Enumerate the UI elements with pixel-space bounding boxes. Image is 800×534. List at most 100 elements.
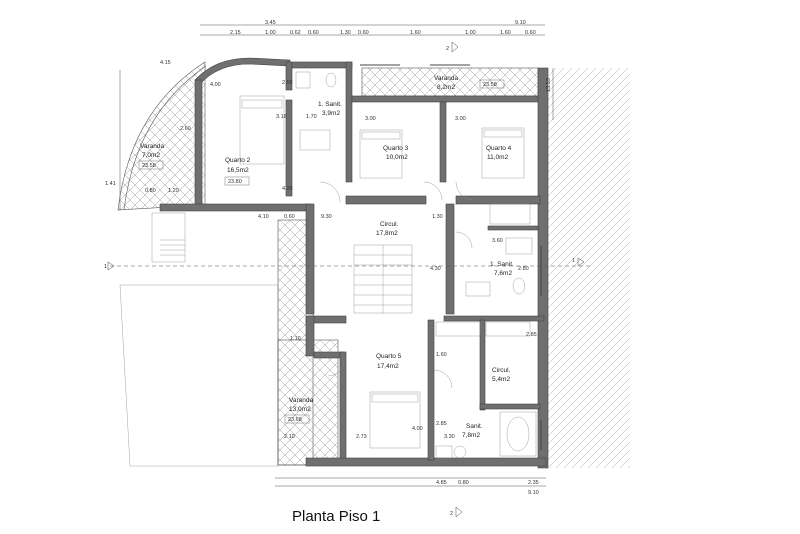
section-mark-left: 1	[104, 264, 107, 270]
top-balcony	[361, 67, 539, 97]
svg-text:0.60: 0.60	[358, 30, 369, 36]
dimension-lines	[110, 24, 590, 487]
svg-text:23.58: 23.58	[142, 163, 156, 169]
svg-text:Varanda: Varanda	[434, 75, 458, 82]
room-varanda-2: Varanda 13,0m2 23.68	[284, 397, 313, 424]
curved-balcony-rail	[123, 65, 207, 211]
walls	[159, 57, 549, 469]
svg-text:0.60: 0.60	[525, 30, 536, 36]
svg-text:3.45: 3.45	[265, 20, 276, 26]
room-quarto-4: Quarto 4 11,0m2	[486, 145, 512, 161]
furniture-wardrobes	[299, 129, 531, 337]
svg-text:1.41: 1.41	[105, 181, 116, 187]
svg-text:1. Sanit.: 1. Sanit.	[490, 261, 514, 268]
stairs-outline-lower-left	[151, 212, 186, 263]
section-markers: 2 2 1 1	[104, 41, 585, 518]
central-stairs	[353, 244, 413, 314]
svg-text:4.30: 4.30	[430, 266, 441, 272]
svg-text:2.55: 2.55	[282, 80, 293, 86]
svg-text:3,9m2: 3,9m2	[322, 110, 340, 117]
svg-text:4.25: 4.25	[282, 186, 293, 192]
svg-text:1.60: 1.60	[410, 30, 421, 36]
svg-text:1.00: 1.00	[265, 30, 276, 36]
stairs-lower-left	[160, 239, 185, 256]
room-varanda-top: Varanda 8,2m2 23.58	[434, 75, 505, 91]
svg-text:Varanda: Varanda	[289, 397, 313, 404]
svg-text:11,0m2: 11,0m2	[487, 154, 509, 161]
section-mark-top: 2	[446, 46, 449, 52]
svg-text:1.70: 1.70	[306, 114, 317, 120]
plan-title: Planta Piso 1	[292, 508, 380, 525]
room-labels: Varanda 7,0m2 23.58 Quarto 2 16,5m2 23.8…	[138, 75, 514, 439]
svg-text:2.35: 2.35	[528, 480, 539, 486]
room-varanda-1: Varanda 7,0m2 23.58	[138, 143, 164, 170]
svg-text:13,0m2: 13,0m2	[289, 406, 311, 413]
svg-text:9.30: 9.30	[321, 214, 332, 220]
dimension-texts: 3.45 9.10 2.15 1.00 0.62 0.60 1.30 0.60 …	[105, 20, 552, 496]
svg-text:Quarto 5: Quarto 5	[376, 353, 402, 360]
svg-text:5,4m2: 5,4m2	[492, 376, 510, 383]
room-circul-2: Circul. 5,4m2	[492, 367, 511, 383]
windows	[360, 64, 542, 450]
svg-text:3.00: 3.00	[455, 116, 466, 122]
svg-text:2.15: 2.15	[230, 30, 241, 36]
section-mark-bottom: 2	[450, 511, 453, 517]
section-mark-right: 1	[572, 258, 575, 264]
svg-text:2.60: 2.60	[180, 126, 191, 132]
svg-text:1.60: 1.60	[500, 30, 511, 36]
svg-text:9.10: 9.10	[528, 490, 539, 496]
svg-text:16,5m2: 16,5m2	[227, 167, 249, 174]
svg-text:4.15: 4.15	[160, 60, 171, 66]
room-circul-1: Circul. 17,8m2	[376, 221, 399, 237]
svg-text:3.00: 3.00	[365, 116, 376, 122]
room-sanit-1: 1. Sanit. 3,9m2	[318, 101, 342, 117]
furniture-beds	[239, 95, 525, 449]
neighbour-plot	[548, 68, 630, 468]
sanitary-fixtures	[295, 71, 537, 459]
room-quarto-3: Quarto 3 10,0m2	[383, 145, 409, 161]
svg-text:7,0m2: 7,0m2	[142, 152, 160, 159]
svg-text:7,6m2: 7,6m2	[494, 270, 512, 277]
svg-text:1.20: 1.20	[168, 188, 179, 194]
svg-text:0.80: 0.80	[145, 188, 156, 194]
svg-text:0.62: 0.62	[290, 30, 301, 36]
svg-text:2.85: 2.85	[526, 332, 537, 338]
door-swings	[319, 181, 475, 389]
svg-text:17,4m2: 17,4m2	[377, 363, 399, 370]
svg-text:4.85: 4.85	[436, 480, 447, 486]
svg-text:3.30: 3.30	[444, 434, 455, 440]
svg-text:3.60: 3.60	[492, 238, 503, 244]
svg-text:2.85: 2.85	[436, 421, 447, 427]
svg-text:4.00: 4.00	[210, 82, 221, 88]
svg-text:9.10: 9.10	[515, 20, 526, 26]
svg-text:4.10: 4.10	[258, 214, 269, 220]
terrace-outline	[119, 284, 279, 467]
svg-text:17,8m2: 17,8m2	[376, 230, 398, 237]
curved-balcony	[117, 61, 206, 211]
svg-text:1.60: 1.60	[436, 352, 447, 358]
svg-text:0.60: 0.60	[284, 214, 295, 220]
svg-text:0.60: 0.60	[308, 30, 319, 36]
svg-text:Quarto 4: Quarto 4	[486, 145, 512, 152]
svg-text:1.30: 1.30	[432, 214, 443, 220]
svg-text:23.80: 23.80	[228, 179, 242, 185]
svg-text:3.18: 3.18	[276, 114, 287, 120]
svg-text:23.58: 23.58	[483, 82, 497, 88]
svg-text:1.00: 1.00	[465, 30, 476, 36]
svg-text:8,2m2: 8,2m2	[437, 84, 455, 91]
svg-text:Circul.: Circul.	[380, 221, 399, 228]
svg-text:1.30: 1.30	[340, 30, 351, 36]
svg-text:2.73: 2.73	[356, 434, 367, 440]
svg-text:2.10: 2.10	[284, 434, 295, 440]
svg-text:Quarto 2: Quarto 2	[225, 157, 251, 164]
svg-text:1. Sanit.: 1. Sanit.	[318, 101, 342, 108]
room-sanit-3: Sanit. 7,8m2	[462, 423, 483, 439]
svg-text:Circul.: Circul.	[492, 367, 511, 374]
room-quarto-5: Quarto 5 17,4m2	[376, 353, 402, 370]
svg-text:1.10: 1.10	[290, 336, 301, 342]
svg-text:Varanda: Varanda	[140, 143, 164, 150]
svg-text:7,8m2: 7,8m2	[462, 432, 480, 439]
svg-text:Quarto 3: Quarto 3	[383, 145, 409, 152]
svg-text:2.80: 2.80	[518, 266, 529, 272]
